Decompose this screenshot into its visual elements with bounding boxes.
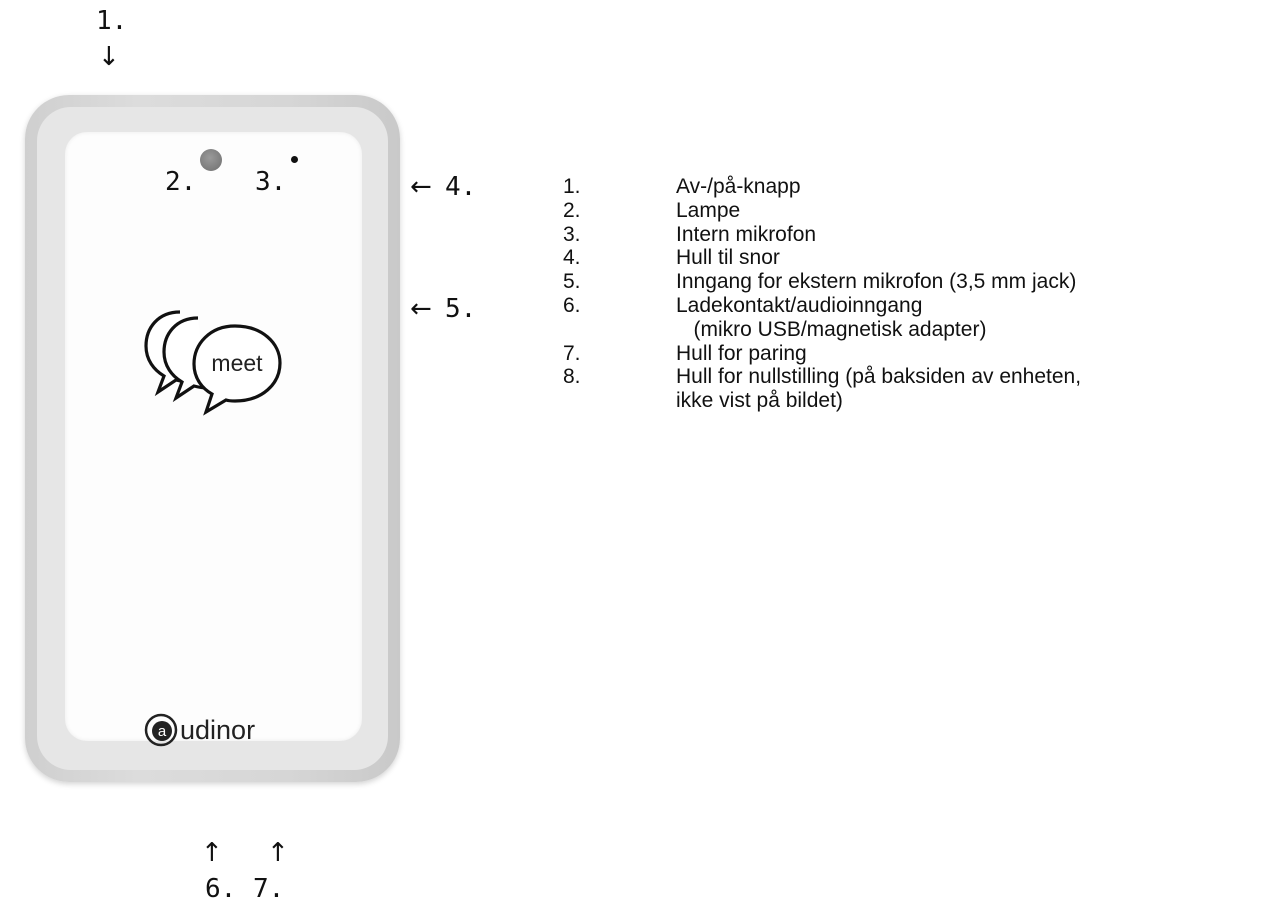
legend-row: 3. Intern mikrofon [563,223,1253,247]
legend-list: 1. Av-/på-knapp 2. Lampe 3. Intern mikrofon… [563,175,1253,413]
legend-row: ikke vist på bildet) [563,389,1253,413]
legend-text: Ladekontakt/audioinngang [676,293,923,317]
legend-row: 5. Inngang for ekstern mikrofon (3,5 mm j… [563,270,1253,294]
callout-4: 4. [445,172,477,202]
legend-number: 1. [563,175,581,198]
arrow-left-4: ← [410,172,432,202]
arrow-down-1: ↓ [98,42,120,72]
legend-number: 7. [563,341,581,365]
internal-microphone-hole [291,156,298,163]
legend-text: (mikro USB/magnetisk adapter) [676,317,987,341]
meet-logo-icon: meet [144,310,282,416]
svg-text:a: a [158,723,167,740]
arrow-up-6: ↑ [201,838,223,868]
legend-text: Inngang for ekstern mikrofon (3,5 mm jac… [676,270,1077,294]
device-face [65,132,362,741]
audinor-brand-text: udinor [180,714,256,745]
callout-7: 7. [253,874,285,904]
legend-row: (mikro USB/magnetisk adapter) [563,318,1253,342]
legend-number: 8. [563,365,581,389]
legend-row: 2. Lampe [563,199,1253,223]
legend-number [563,389,676,413]
legend-text: Lampe [676,198,741,222]
callout-5: 5. [445,294,477,324]
arrow-left-5: ← [410,294,432,324]
legend-row: 6. Ladekontakt/audioinngang [563,294,1253,318]
audinor-logo: a udinor [144,712,255,748]
arrow-up-7: ↑ [267,838,289,868]
legend-text: Hull for nullstilling (på baksiden av en… [676,365,1082,389]
legend-number: 3. [563,222,581,246]
legend-row: 7. Hull for paring [563,342,1253,366]
legend-number [563,318,676,342]
legend-number: 4. [563,246,581,270]
callout-1: 1. [96,6,128,36]
device-body [25,95,400,782]
legend-text: Hull for paring [676,341,807,365]
meet-logo-text: meet [211,350,263,376]
legend-text: Hull til snor [676,246,780,270]
legend-number: 2. [563,198,581,222]
audinor-mark-icon: a [144,713,178,747]
legend-number: 5. [563,270,581,294]
legend-row: 8. Hull for nullstilling (på baksiden av … [563,365,1253,389]
callout-6: 6. [205,874,237,904]
legend-row: 4. Hull til snor [563,246,1253,270]
legend-text: Av-/på-knapp [676,175,801,198]
legend-text: Intern mikrofon [676,222,817,246]
callout-2: 2. [165,167,197,197]
lamp-indicator [200,149,222,171]
legend-row: 1. Av-/på-knapp [563,175,1253,199]
legend-text: ikke vist på bildet) [676,389,843,413]
callout-3: 3. [255,167,287,197]
legend-number: 6. [563,293,581,317]
